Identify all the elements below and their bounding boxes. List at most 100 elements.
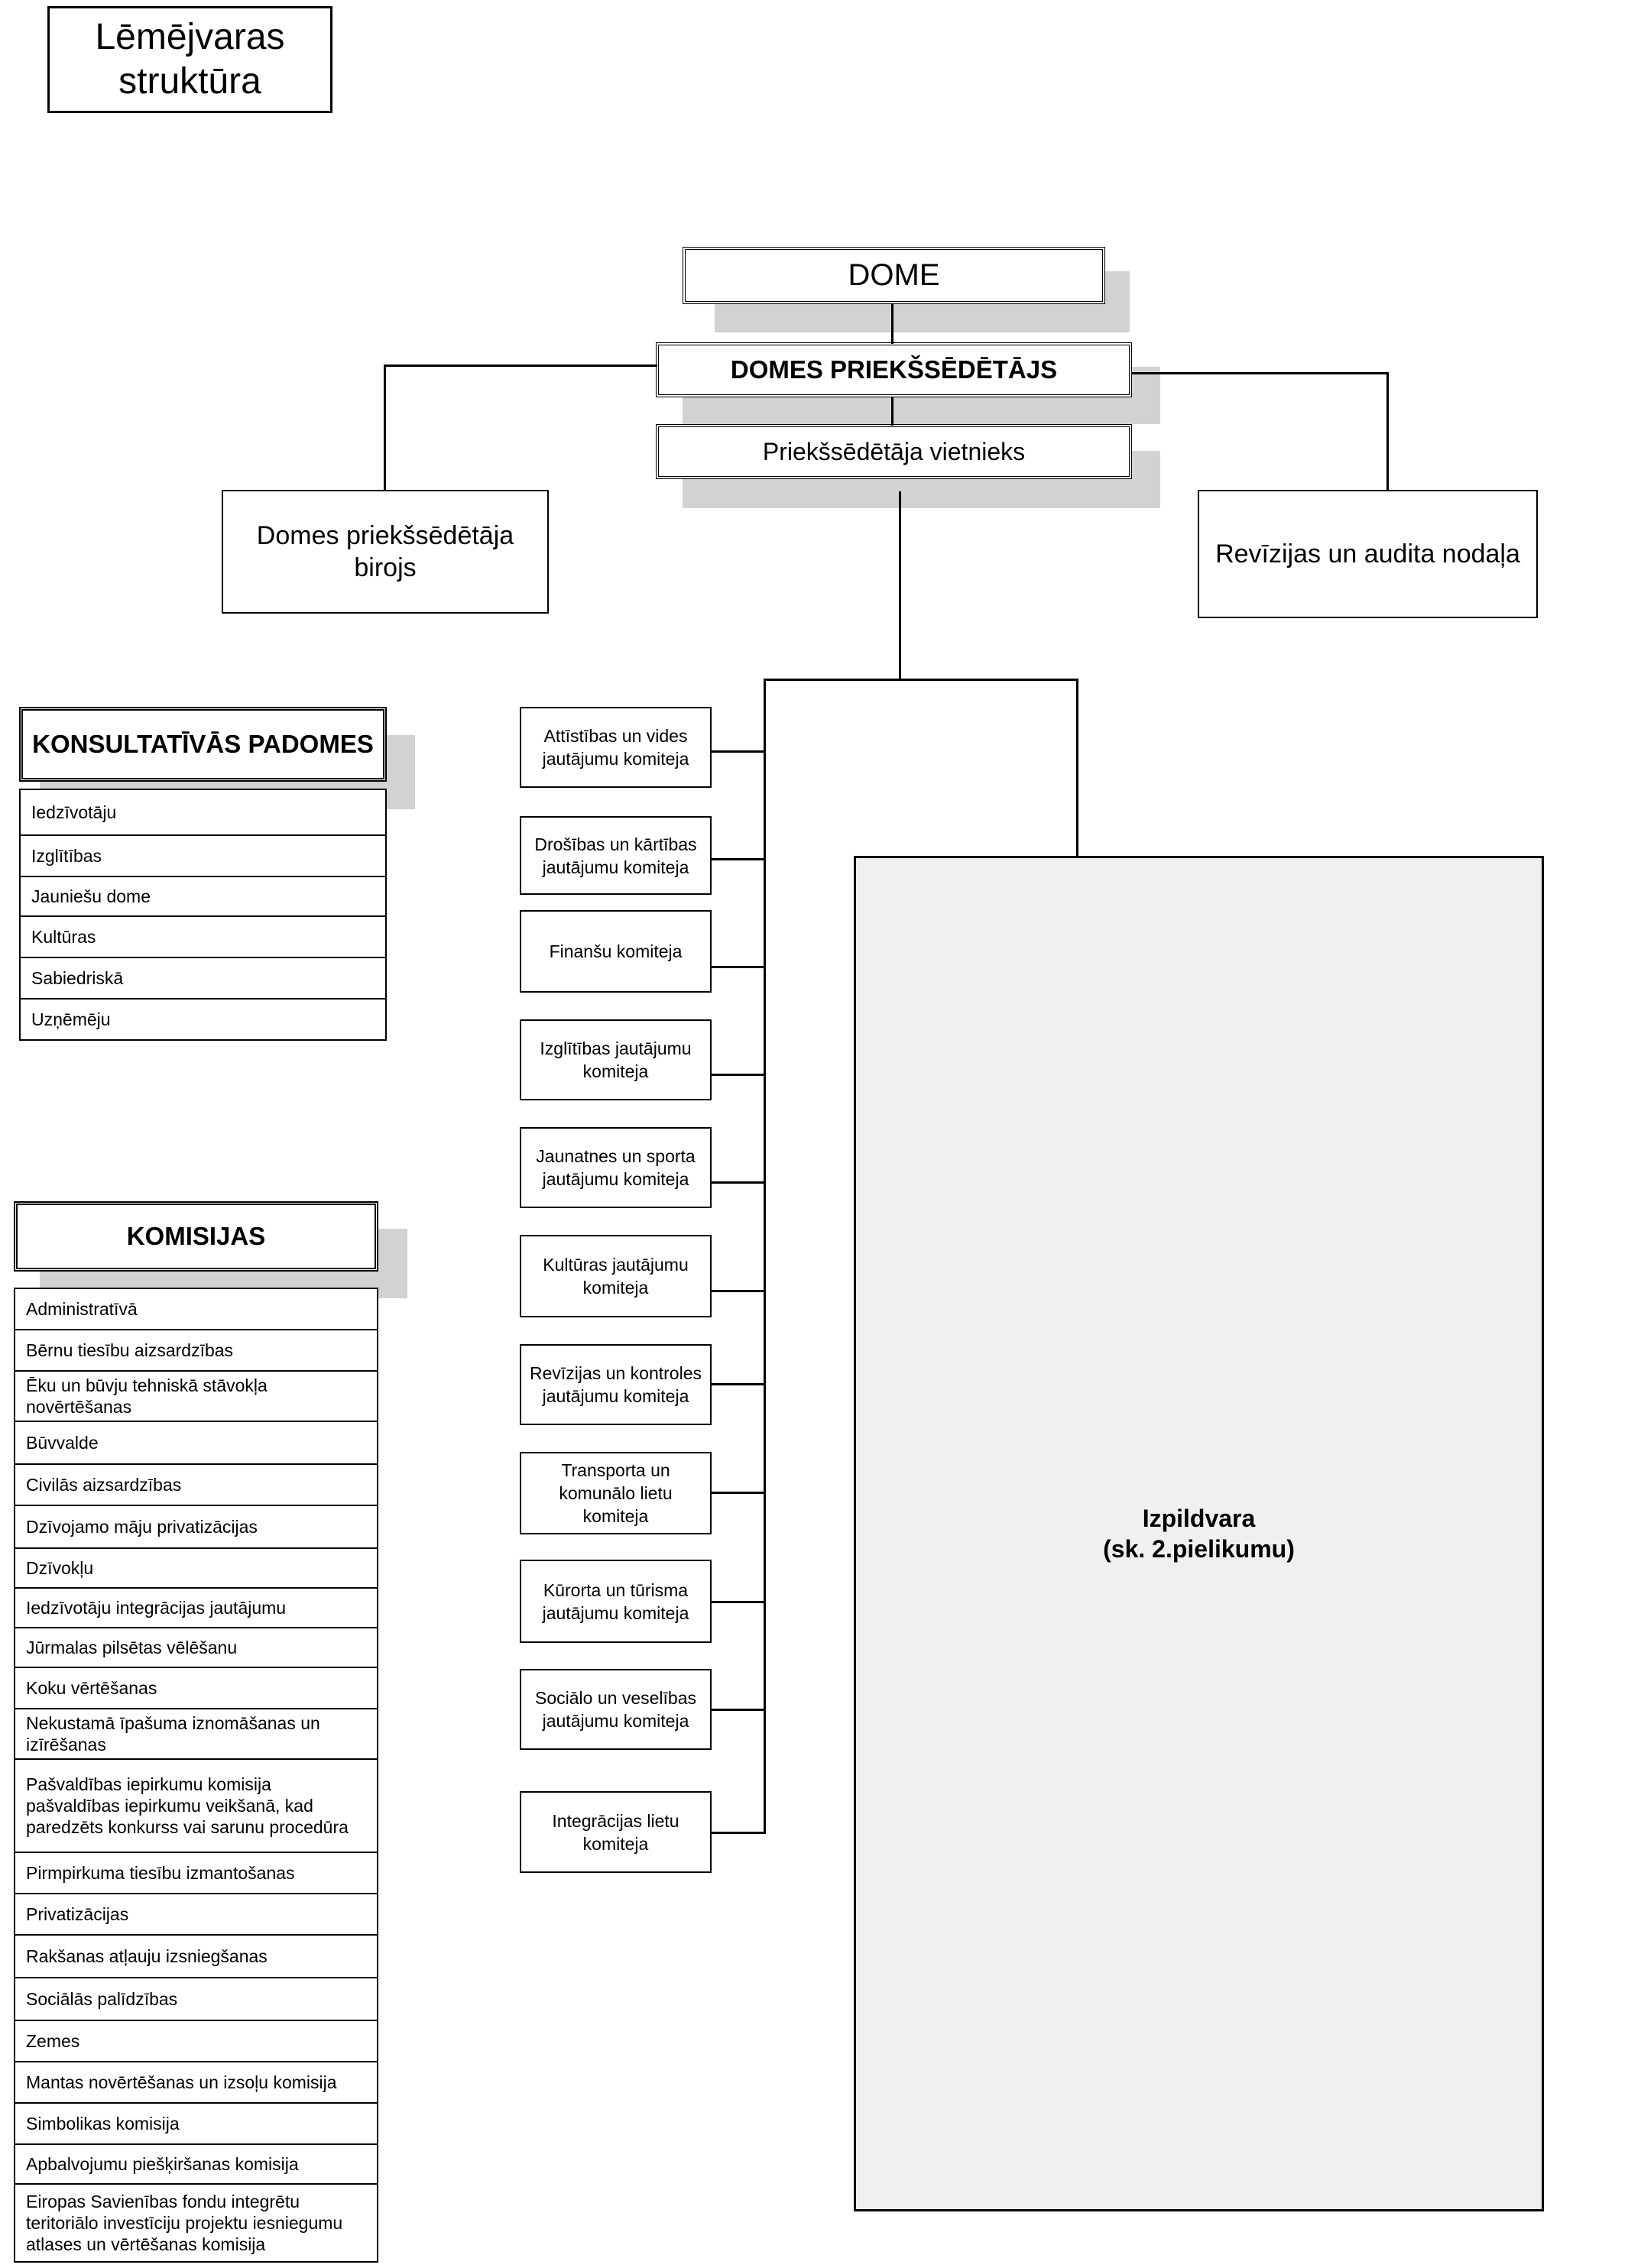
executive-title: Izpildvara xyxy=(1142,1505,1256,1532)
chairman-office-label: Domes priekšsēdētāja birojs xyxy=(256,521,514,582)
connector-committee-8 xyxy=(711,1492,766,1494)
commission-item-label: Administratīvā xyxy=(26,1299,138,1319)
committee-label: Jaunatnes un sporta jautājumu komiteja xyxy=(536,1146,696,1189)
commission-item: Koku vērtēšanas xyxy=(14,1667,378,1709)
committee-box: Drošības un kārtības jautājumu komiteja xyxy=(520,816,712,895)
committee-box: Revīzijas un kontroles jautājumu komitej… xyxy=(520,1344,712,1425)
commission-item-label: Koku vērtēšanas xyxy=(26,1678,157,1698)
committee-label: Finanšu komiteja xyxy=(549,941,683,961)
connector-committee-2 xyxy=(711,858,766,860)
chairman-box: DOMES PRIEKŠSĒDĒTĀJS xyxy=(656,342,1132,397)
committee-label: Transporta un komunālo lietu komiteja xyxy=(559,1460,673,1526)
connector-office-vertical xyxy=(384,364,386,491)
executive-box: Izpildvara (sk. 2.pielikumu) xyxy=(854,856,1544,2211)
advisory-item: Sabiedriskā xyxy=(19,957,387,1000)
committee-box: Integrācijas lietu komiteja xyxy=(520,1791,712,1873)
advisory-item-label: Iedzīvotāju xyxy=(31,802,117,822)
connector-committee-9 xyxy=(711,1601,766,1603)
connector-committee-10 xyxy=(711,1709,766,1711)
advisory-header-label: KONSULTATĪVĀS PADOMES xyxy=(32,730,374,758)
connector-branch-horizontal xyxy=(764,679,1078,681)
commission-item: Iedzīvotāju integrācijas jautājumu xyxy=(14,1587,378,1628)
commission-item-label: Pašvaldības iepirkumu komisija pašvaldīb… xyxy=(26,1774,349,1837)
commission-item-label: Sociālās palīdzības xyxy=(26,1989,178,2009)
committee-box: Kūrorta un tūrisma jautājumu komiteja xyxy=(520,1560,712,1643)
commission-item-label: Rakšanas atļauju izsniegšanas xyxy=(26,1946,268,1966)
connector-chairman-vice xyxy=(891,397,893,426)
dome-label: DOME xyxy=(848,258,940,292)
committee-label: Izglītības jautājumu komiteja xyxy=(540,1038,692,1081)
committee-box: Izglītības jautājumu komiteja xyxy=(520,1019,712,1100)
commission-item-label: Eiropas Savienības fondu integrētu terit… xyxy=(26,2192,343,2254)
connector-executive-vertical xyxy=(1076,679,1078,856)
commission-item: Administratīvā xyxy=(14,1288,378,1330)
commissions-header: KOMISIJAS xyxy=(14,1201,378,1272)
commission-item: Mantas novērtēšanas un izsoļu komisija xyxy=(14,2061,378,2104)
advisory-item: Uzņēmēju xyxy=(19,998,387,1041)
committee-box: Kultūras jautājumu komiteja xyxy=(520,1235,712,1317)
connector-office-horizontal xyxy=(384,364,657,367)
committee-box: Jaunatnes un sporta jautājumu komiteja xyxy=(520,1127,712,1208)
commission-item-label: Pirmpirkuma tiesību izmantošanas xyxy=(26,1863,295,1883)
connector-committee-3 xyxy=(711,966,766,968)
connector-audit-vertical xyxy=(1386,372,1389,491)
audit-department-box: Revīzijas un audita nodaļa xyxy=(1198,490,1538,618)
commission-item: Rakšanas atļauju izsniegšanas xyxy=(14,1934,378,1978)
advisory-item: Kultūras xyxy=(19,915,387,958)
connector-vice-down xyxy=(899,491,901,680)
advisory-item-label: Izglītības xyxy=(31,846,102,866)
dome-box: DOME xyxy=(683,247,1105,304)
commission-item: Sociālās palīdzības xyxy=(14,1977,378,2021)
advisory-header: KONSULTATĪVĀS PADOMES xyxy=(19,707,387,782)
commission-item: Bērnu tiesību aizsardzības xyxy=(14,1329,378,1372)
commission-item-label: Privatizācijas xyxy=(26,1904,129,1924)
commission-item: Civilās aizsardzības xyxy=(14,1463,378,1506)
commission-item: Dzīvokļu xyxy=(14,1547,378,1589)
commission-item: Eiropas Savienības fondu integrētu terit… xyxy=(14,2183,378,2263)
commission-item-label: Zemes xyxy=(26,2031,80,2051)
commission-item: Pašvaldības iepirkumu komisija pašvaldīb… xyxy=(14,1758,378,1853)
committee-label: Kultūras jautājumu komiteja xyxy=(543,1255,689,1298)
connector-committee-5 xyxy=(711,1181,766,1184)
advisory-item: Izglītības xyxy=(19,834,387,877)
commission-item-label: Būvvalde xyxy=(26,1433,99,1453)
commission-item-label: Iedzīvotāju integrācijas jautājumu xyxy=(26,1598,287,1618)
advisory-item: Iedzīvotāju xyxy=(19,789,387,836)
connector-committee-11 xyxy=(711,1832,766,1834)
committee-label: Sociālo un veselības jautājumu komiteja xyxy=(535,1688,696,1731)
advisory-item-label: Jauniešu dome xyxy=(31,886,151,906)
commission-item-label: Ēku un būvju tehniskā stāvokļa novērtēša… xyxy=(26,1375,268,1417)
committee-label: Drošības un kārtības jautājumu komiteja xyxy=(534,834,697,877)
committee-label: Integrācijas lietu komiteja xyxy=(552,1810,679,1854)
connector-committee-trunk xyxy=(764,679,766,1834)
committee-label: Attīstības un vides jautājumu komiteja xyxy=(542,726,689,769)
committee-label: Revīzijas un kontroles jautājumu komitej… xyxy=(530,1363,702,1406)
commission-item: Nekustamā īpašuma iznomāšanas un izīrēša… xyxy=(14,1708,378,1760)
commissions-header-label: KOMISIJAS xyxy=(126,1222,266,1250)
vice-chairman-box: Priekšsēdētāja vietnieks xyxy=(656,424,1132,479)
commission-item: Privatizācijas xyxy=(14,1893,378,1936)
committee-box: Finanšu komiteja xyxy=(520,910,712,993)
commission-item-label: Nekustamā īpašuma iznomāšanas un izīrēša… xyxy=(26,1713,320,1754)
advisory-item-label: Sabiedriskā xyxy=(31,968,124,988)
commission-item-label: Dzīvokļu xyxy=(26,1558,94,1578)
commission-item: Simbolikas komisija xyxy=(14,2102,378,2145)
commission-item-label: Apbalvojumu piešķiršanas komisija xyxy=(26,2154,299,2174)
commission-item-label: Mantas novērtēšanas un izsoļu komisija xyxy=(26,2072,337,2092)
commission-item-label: Dzīvojamo māju privatizācijas xyxy=(26,1517,258,1537)
commission-item: Pirmpirkuma tiesību izmantošanas xyxy=(14,1852,378,1894)
executive-reference: (sk. 2.pielikumu) xyxy=(1103,1535,1295,1563)
committee-box: Sociālo un veselības jautājumu komiteja xyxy=(520,1669,712,1750)
page-title-box: Lēmējvaras struktūra xyxy=(47,6,332,113)
commission-item: Zemes xyxy=(14,2020,378,2062)
commission-item: Ēku un būvju tehniskā stāvokļa novērtēša… xyxy=(14,1370,378,1422)
commission-item: Jūrmalas pilsētas vēlēšanu xyxy=(14,1627,378,1668)
commission-item-label: Simbolikas komisija xyxy=(26,2114,180,2134)
advisory-item: Jauniešu dome xyxy=(19,876,387,917)
audit-department-label: Revīzijas un audita nodaļa xyxy=(1215,539,1520,569)
commission-item-label: Jūrmalas pilsētas vēlēšanu xyxy=(26,1638,238,1657)
connector-committee-1 xyxy=(711,750,766,753)
connector-audit-horizontal xyxy=(1132,372,1389,374)
advisory-item-label: Kultūras xyxy=(31,927,96,947)
connector-committee-7 xyxy=(711,1383,766,1385)
